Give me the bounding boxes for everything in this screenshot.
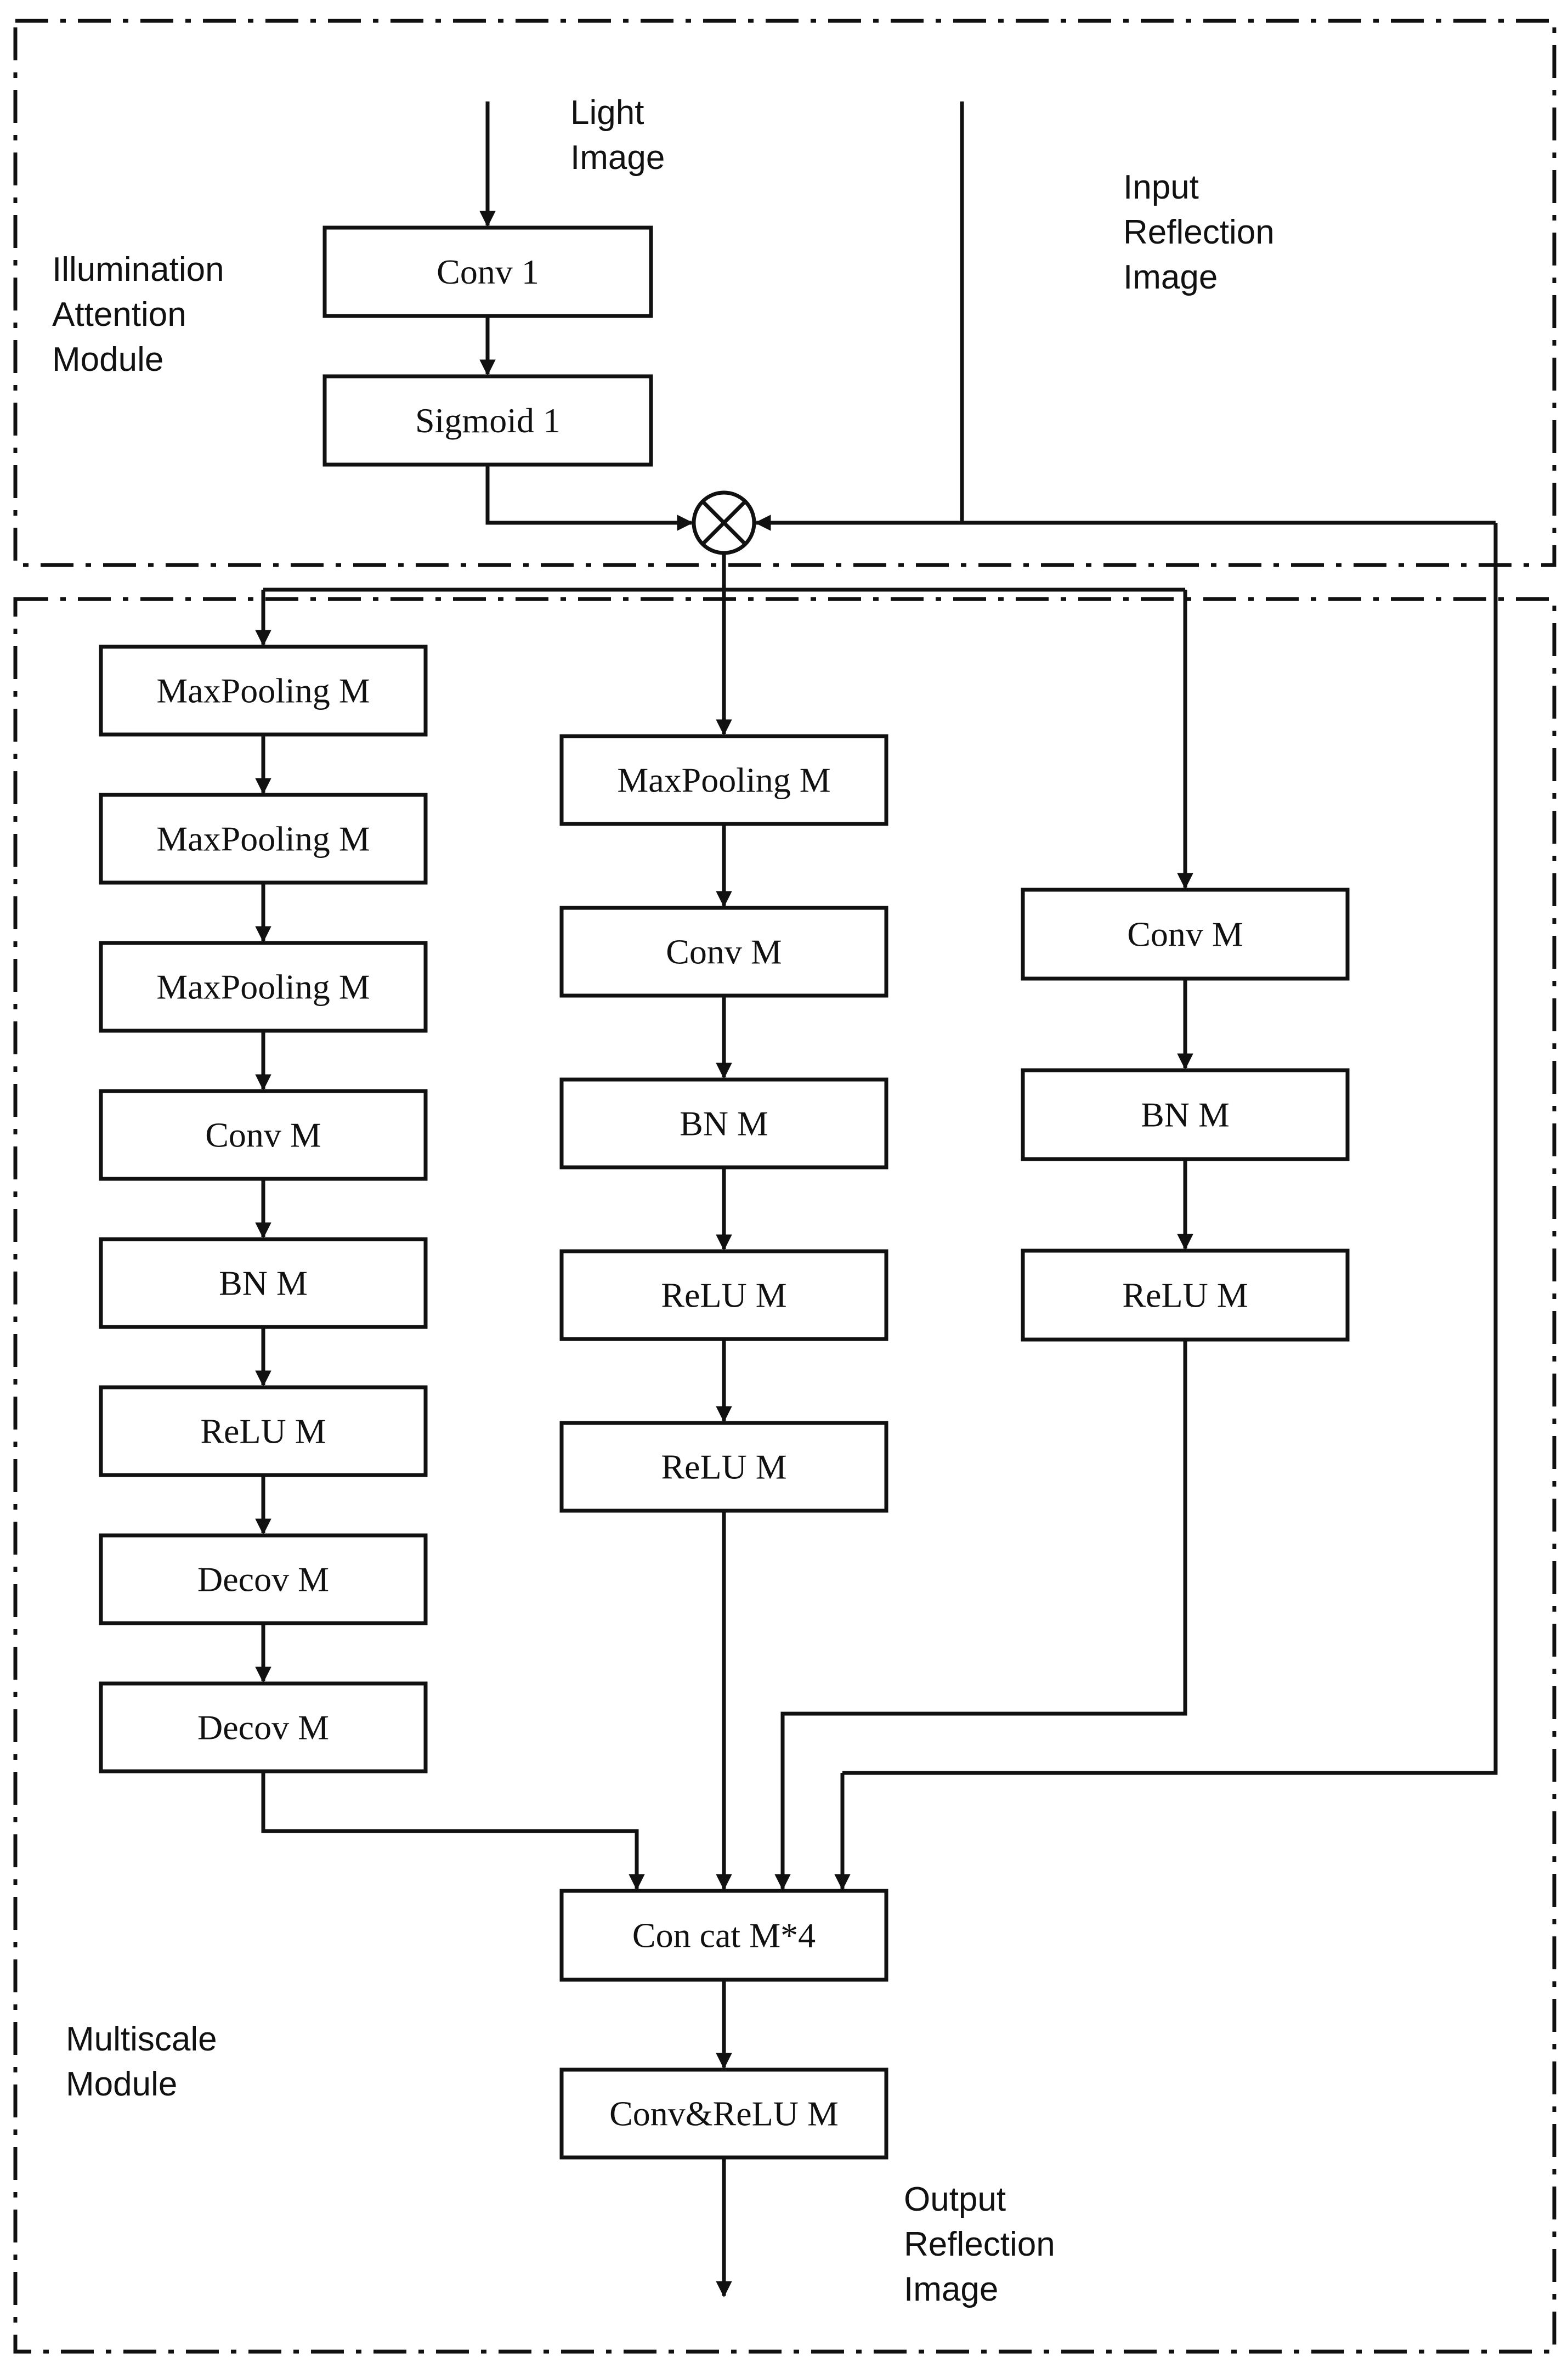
multiply-node (692, 490, 756, 555)
middle-conv-box: Conv M (559, 906, 888, 998)
svg-text:Conv M: Conv M (205, 1116, 321, 1155)
left-decov-box-2: Decov M (99, 1681, 428, 1773)
svg-text:Decov M: Decov M (197, 1708, 329, 1747)
middle-maxpooling-box: MaxPooling M (559, 734, 888, 826)
svg-text:Decov M: Decov M (197, 1560, 329, 1599)
left-decov-box-1: Decov M (99, 1533, 428, 1625)
left-maxpooling-box-1: MaxPooling M (99, 645, 428, 737)
svg-text:ReLU M: ReLU M (661, 1448, 786, 1487)
right-relu-box: ReLU M (1021, 1249, 1350, 1342)
svg-text:ReLU M: ReLU M (661, 1276, 786, 1315)
svg-text:ReLU M: ReLU M (1122, 1276, 1248, 1315)
output-reflection-image-label: Output Reflection Image (904, 2180, 1065, 2308)
sigmoid-1-box: Sigmoid 1 (322, 374, 653, 467)
svg-text:BN M: BN M (1141, 1095, 1230, 1134)
multiscale-module-label: Multiscale Module (66, 2020, 227, 2103)
left-maxpooling-box-3: MaxPooling M (99, 941, 428, 1033)
light-image-label: Light Image (570, 94, 665, 177)
illumination-module-label: Illumination Attention Module (52, 251, 234, 379)
svg-text:Conv M: Conv M (666, 933, 782, 971)
svg-text:MaxPooling M: MaxPooling M (156, 820, 370, 858)
svg-text:Conv M: Conv M (1127, 915, 1243, 954)
left-conv-box: Conv M (99, 1089, 428, 1181)
svg-text:Conv 1: Conv 1 (437, 252, 539, 291)
left-maxpooling-box-2: MaxPooling M (99, 793, 428, 885)
left-relu-box: ReLU M (99, 1385, 428, 1477)
conv-relu-box: Conv&ReLU M (559, 2067, 888, 2160)
left-to-concat-arrow (261, 1771, 645, 1890)
svg-text:BN M: BN M (219, 1264, 308, 1303)
right-conv-box: Conv M (1021, 888, 1350, 981)
sigmoid-to-multiply-arrow (485, 465, 693, 531)
conv-1-box: Conv 1 (322, 225, 653, 318)
middle-bn-box: BN M (559, 1077, 888, 1170)
concat-box: Con cat M*4 (559, 1889, 888, 1982)
left-bn-box: BN M (99, 1237, 428, 1329)
svg-text:Sigmoid 1: Sigmoid 1 (415, 401, 561, 440)
input-reflection-image-label: Input Reflection Image (1123, 168, 1284, 296)
svg-text:MaxPooling M: MaxPooling M (156, 671, 370, 710)
svg-text:Con cat M*4: Con cat M*4 (632, 1916, 816, 1955)
svg-text:Conv&ReLU M: Conv&ReLU M (609, 2094, 839, 2133)
svg-text:MaxPooling M: MaxPooling M (156, 968, 370, 1007)
multiscale-module-frame (13, 597, 1556, 2354)
svg-text:MaxPooling M: MaxPooling M (617, 761, 830, 800)
middle-relu-box-1: ReLU M (559, 1249, 888, 1341)
skip-connection-line (842, 523, 1498, 1775)
svg-text:BN M: BN M (680, 1104, 768, 1143)
middle-relu-box-2: ReLU M (559, 1421, 888, 1513)
right-to-concat-arrow (774, 1340, 1187, 1890)
svg-text:ReLU M: ReLU M (200, 1412, 326, 1451)
right-bn-box: BN M (1021, 1068, 1350, 1161)
illumination-module-frame (13, 19, 1556, 567)
